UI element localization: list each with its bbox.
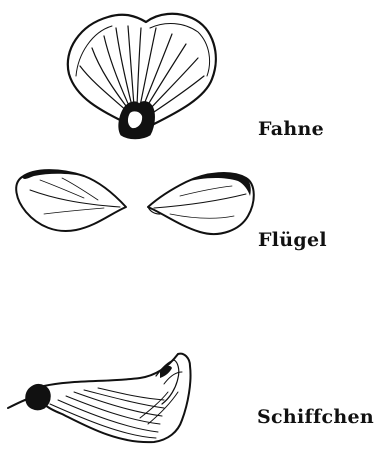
standard-petal-veins (80, 26, 204, 114)
standard-petal-label: Fahne (258, 118, 324, 140)
wing-petals-drawing (16, 170, 254, 234)
keel-petal-label: Schiffchen (257, 406, 374, 428)
left-wing-petal (16, 170, 126, 231)
right-wing-petal (148, 173, 254, 234)
standard-petal-drawing (68, 14, 216, 139)
wing-petal-label: Flügel (258, 229, 327, 251)
keel-petal-drawing (8, 354, 191, 443)
